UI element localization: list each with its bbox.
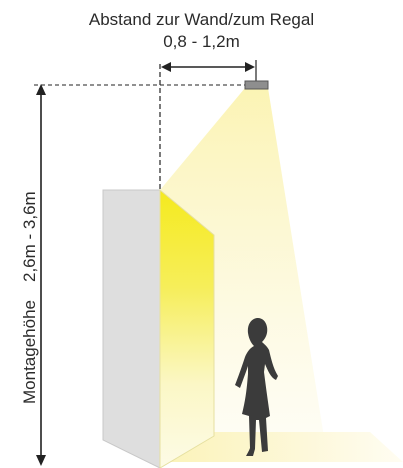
floor-light: [160, 432, 403, 462]
illuminated-wall: [159, 188, 215, 468]
distance-arrow-right: [245, 62, 255, 72]
mounting-height-name: Montagehöhe: [20, 300, 39, 404]
person-silhouette: [235, 318, 278, 456]
distance-arrow-left: [161, 62, 171, 72]
distance-label: Abstand zur Wand/zum Regal: [88, 10, 315, 29]
height-arrow-bottom: [36, 455, 46, 466]
mounting-height-value: 2,6m - 3,6m: [20, 191, 39, 283]
height-arrow-top: [36, 84, 46, 95]
mounting-height-label: Montagehöhe 2,6m - 3,6m: [20, 173, 40, 404]
light-fixture: [244, 80, 269, 90]
shelf-side: [102, 189, 161, 468]
distance-range-label: 0,8 - 1,2m: [163, 32, 240, 51]
